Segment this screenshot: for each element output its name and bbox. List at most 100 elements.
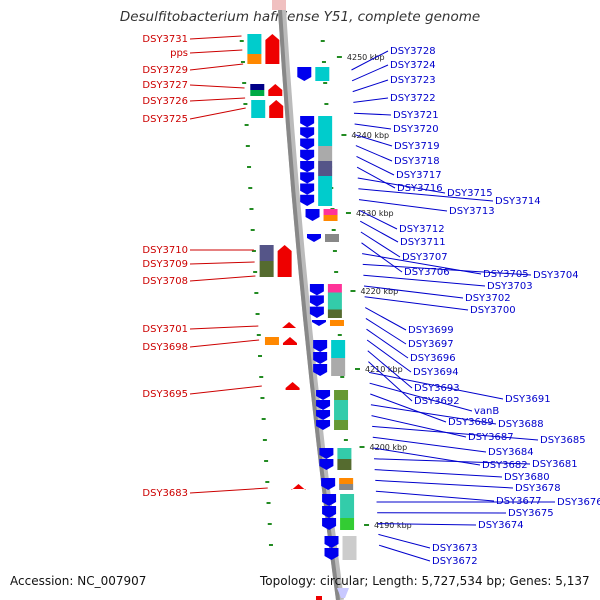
reverse-gene-block [334, 410, 349, 420]
right-label-leader [370, 393, 447, 423]
left-label-leader [189, 275, 256, 282]
forward-gene-block [250, 84, 265, 90]
right-tick-mark [323, 82, 328, 84]
forward-gene-arrow [291, 484, 306, 490]
right-gene-label: DSY3691 [505, 394, 551, 405]
left-tick-mark [249, 208, 254, 210]
left-tick-mark [251, 250, 256, 252]
right-gene-label: DSY3697 [408, 339, 454, 350]
left-tick-mark [243, 103, 248, 105]
right-gene-label: DSY3705 [483, 269, 529, 280]
right-gene-label: DSY3693 [414, 383, 460, 394]
genome-title: Desulfitobacterium hafniense Y51, comple… [119, 9, 481, 25]
forward-gene-block [259, 245, 274, 261]
left-tick-mark [254, 292, 259, 294]
reverse-gene-block [339, 484, 354, 490]
right-label-leader [370, 404, 497, 425]
right-gene-label: DSY3723 [390, 75, 436, 86]
kbp-marker: 4200 kbp [370, 443, 408, 452]
left-tick-mark [266, 502, 271, 504]
forward-gene-arrow [277, 245, 292, 277]
right-label-leader [358, 188, 494, 202]
left-tick-mark [256, 334, 261, 336]
reverse-gene-block [315, 67, 330, 81]
reverse-gene-block [331, 358, 346, 376]
right-gene-label: DSY3718 [394, 156, 440, 167]
left-tick-mark [247, 166, 252, 168]
right-gene-label: DSY3680 [504, 472, 550, 483]
right-gene-label: DSY3674 [478, 520, 524, 531]
right-label-leader [369, 382, 473, 412]
reverse-gene-arrow [316, 400, 331, 410]
right-label-leader [371, 415, 467, 438]
right-label-leader [355, 134, 393, 147]
reverse-gene-block [337, 459, 352, 470]
right-gene-label: DSY3696 [410, 353, 456, 364]
right-gene-label: DSY3688 [498, 419, 544, 430]
left-tick-mark [259, 376, 264, 378]
right-label-leader [368, 371, 504, 400]
reverse-gene-block [337, 448, 352, 459]
reverse-gene-block [327, 301, 342, 310]
reverse-gene-arrow [306, 234, 321, 242]
left-tick-mark [255, 313, 260, 315]
left-tick-mark [244, 124, 249, 126]
left-label-leader [189, 325, 259, 330]
reverse-gene-block [339, 478, 354, 484]
right-label-leader [372, 425, 539, 441]
left-tick-mark [240, 61, 245, 63]
right-gene-label: DSY3713 [449, 206, 495, 217]
forward-gene-block [247, 54, 262, 64]
reverse-gene-block [342, 536, 357, 544]
left-tick-mark [265, 481, 270, 483]
reverse-gene-arrow [300, 116, 315, 128]
left-tick-mark [239, 40, 244, 42]
left-gene-label: DSY3726 [142, 96, 188, 107]
reverse-gene-arrow [311, 320, 326, 326]
right-label-leader [355, 145, 393, 162]
forward-gene-block [250, 90, 265, 96]
right-gene-label: DSY3722 [390, 93, 436, 104]
right-gene-label: DSY3707 [402, 252, 448, 263]
right-label-leader [351, 50, 389, 71]
left-tick-mark [267, 523, 272, 525]
backbone-end-tick [316, 596, 322, 600]
reverse-gene-block [324, 234, 339, 242]
right-gene-label: DSY3724 [390, 60, 436, 71]
reverse-gene-arrow [313, 352, 328, 364]
right-gene-label: DSY3687 [468, 432, 514, 443]
kbp-marker: 4240 kbp [351, 131, 389, 140]
reverse-gene-block [340, 506, 355, 518]
left-label-leader [189, 49, 243, 54]
left-gene-label: DSY3725 [142, 114, 188, 125]
right-gene-label: DSY3715 [447, 188, 493, 199]
right-gene-label: DSY3711 [400, 237, 446, 248]
reverse-gene-block [340, 518, 355, 530]
left-tick-mark [242, 82, 247, 84]
right-gene-label: DSY3675 [508, 508, 554, 519]
right-tick-mark [331, 229, 336, 231]
reverse-gene-arrow [321, 478, 336, 490]
reverse-gene-block [318, 116, 333, 131]
right-gene-label: DSY3682 [482, 460, 528, 471]
reverse-gene-block [331, 340, 346, 358]
reverse-gene-block [329, 320, 344, 326]
right-label-leader [366, 339, 412, 373]
right-tick-mark [340, 376, 345, 378]
reverse-gene-arrow [316, 410, 331, 420]
forward-gene-block [264, 337, 279, 345]
left-label-leader [189, 339, 260, 348]
left-gene-label: DSY3698 [142, 342, 188, 353]
left-tick-mark [264, 460, 269, 462]
right-label-leader [374, 469, 503, 478]
left-label-leader [189, 107, 246, 120]
right-tick-mark [332, 250, 337, 252]
right-label-leader [354, 123, 392, 130]
forward-gene-arrow [282, 322, 297, 328]
right-gene-label: DSY3672 [432, 556, 478, 567]
right-label-leader [378, 533, 431, 549]
reverse-gene-arrow [300, 161, 315, 173]
left-gene-label: pps [170, 48, 188, 59]
forward-gene-arrow [282, 337, 297, 345]
right-gene-label: DSY3719 [394, 141, 440, 152]
